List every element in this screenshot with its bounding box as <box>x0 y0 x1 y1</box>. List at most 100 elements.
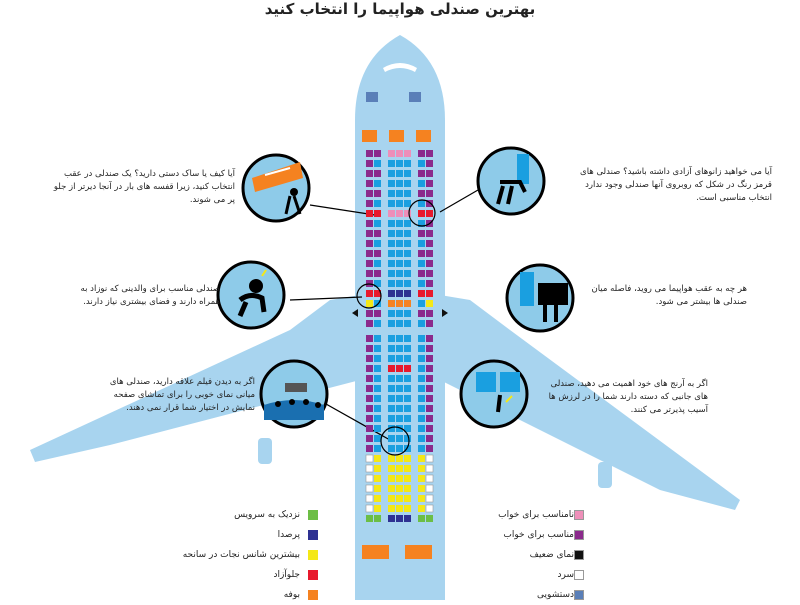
right-wing <box>440 295 740 510</box>
seat <box>396 505 403 512</box>
seat <box>396 445 403 452</box>
legend-item: پرصدا <box>180 525 318 545</box>
seat <box>404 485 411 492</box>
seat <box>388 515 395 522</box>
legend-swatch <box>308 570 318 580</box>
seat <box>396 270 403 277</box>
seat <box>404 505 411 512</box>
seat <box>388 160 395 167</box>
seat <box>396 355 403 362</box>
highlight-legroom <box>408 199 436 227</box>
seat <box>404 455 411 462</box>
seat <box>388 435 395 442</box>
seat <box>426 395 433 402</box>
seat <box>404 300 411 307</box>
seat <box>396 455 403 462</box>
legend-swatch <box>574 550 584 560</box>
seat <box>418 415 425 422</box>
seat <box>396 465 403 472</box>
seat <box>374 170 381 177</box>
seat <box>404 345 411 352</box>
seat <box>418 405 425 412</box>
seat <box>418 355 425 362</box>
legend-item: مناسب برای خواب <box>472 525 592 545</box>
seat <box>366 180 373 187</box>
seat <box>418 395 425 402</box>
seat <box>404 495 411 502</box>
seat <box>396 375 403 382</box>
seat <box>418 485 425 492</box>
seat <box>374 290 381 297</box>
seat <box>425 454 434 463</box>
seat <box>418 445 425 452</box>
seat <box>418 435 425 442</box>
seat <box>418 210 425 217</box>
seat <box>388 475 395 482</box>
seat <box>418 505 425 512</box>
right-engine <box>598 462 612 488</box>
seat <box>404 230 411 237</box>
seat <box>374 505 381 512</box>
legend-item: سرد <box>472 565 592 585</box>
seat <box>426 280 433 287</box>
seat <box>404 385 411 392</box>
seat <box>374 180 381 187</box>
seat <box>396 395 403 402</box>
seat <box>374 220 381 227</box>
seat <box>388 445 395 452</box>
left-wing <box>30 295 360 462</box>
baby-icon <box>216 260 286 330</box>
seat <box>418 465 425 472</box>
seat <box>404 180 411 187</box>
seat <box>426 335 433 342</box>
seat <box>418 425 425 432</box>
seat <box>396 475 403 482</box>
seat <box>366 425 373 432</box>
seat <box>426 190 433 197</box>
legend-swatch <box>574 510 584 520</box>
seat <box>374 385 381 392</box>
seat <box>396 190 403 197</box>
legend-label: نامناسب برای خواب <box>498 510 574 520</box>
seat <box>366 395 373 402</box>
seat <box>366 210 373 217</box>
seat <box>426 250 433 257</box>
seat <box>374 250 381 257</box>
seat <box>396 250 403 257</box>
seat <box>366 250 373 257</box>
seat <box>374 375 381 382</box>
seat <box>418 495 425 502</box>
seat <box>396 160 403 167</box>
legend-label: پرصدا <box>277 530 300 540</box>
seat <box>426 320 433 327</box>
seat <box>396 485 403 492</box>
seat <box>426 445 433 452</box>
windshield <box>383 63 417 72</box>
seat <box>396 515 403 522</box>
seat <box>396 320 403 327</box>
seat <box>418 345 425 352</box>
seat <box>418 320 425 327</box>
galley-block <box>416 130 431 142</box>
seat <box>426 200 433 207</box>
legend-label: سرد <box>557 570 574 580</box>
seat <box>404 375 411 382</box>
seat <box>404 240 411 247</box>
seat <box>388 505 395 512</box>
seat <box>396 415 403 422</box>
seat <box>388 290 395 297</box>
seat <box>366 385 373 392</box>
seat <box>426 210 433 217</box>
seat <box>418 200 425 207</box>
seat <box>418 375 425 382</box>
seat <box>388 485 395 492</box>
seat <box>396 300 403 307</box>
seat <box>404 425 411 432</box>
seat <box>388 280 395 287</box>
seat <box>426 365 433 372</box>
seat <box>366 335 373 342</box>
seat <box>404 405 411 412</box>
seat <box>418 300 425 307</box>
seat <box>426 385 433 392</box>
